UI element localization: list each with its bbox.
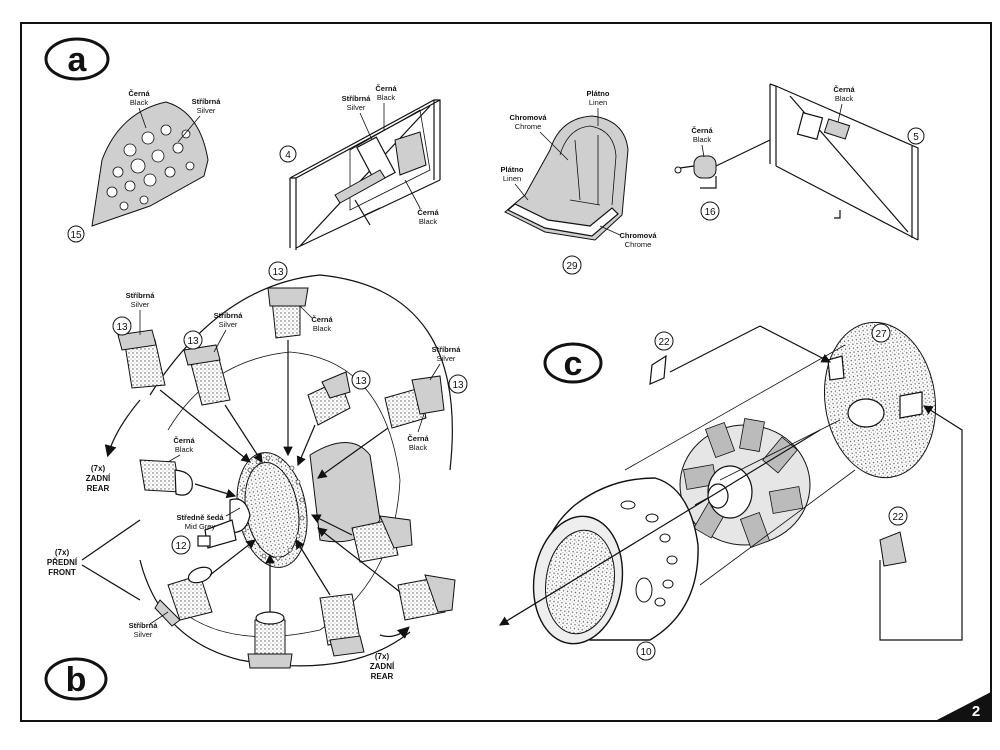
cylinder-upper-left: 13 Stříbrná Silver bbox=[112, 291, 251, 463]
front-label-cz: PŘEDNÍ bbox=[47, 558, 78, 567]
part-number: 27 bbox=[875, 329, 887, 340]
label-cz: Stříbrná bbox=[126, 291, 156, 300]
part-number: 12 bbox=[175, 541, 187, 552]
label-en: Silver bbox=[134, 630, 153, 639]
cylinder-lower-left: Stříbrná Silver bbox=[129, 539, 256, 639]
page-border bbox=[20, 22, 992, 722]
label-cz: Černá bbox=[128, 89, 150, 98]
part-number: 13 bbox=[116, 322, 128, 333]
part-number: 13 bbox=[187, 336, 199, 347]
section-a: a Černá Black Stříbrná Silver 15 bbox=[44, 37, 925, 275]
label-cz: Černá bbox=[417, 208, 439, 217]
label-cz: Černá bbox=[311, 315, 333, 324]
cylinder-upper-mid-left: 13 Stříbrná Silver bbox=[183, 311, 263, 464]
part-number: 5 bbox=[913, 132, 919, 143]
part-number: 4 bbox=[285, 150, 291, 161]
label-en: Black bbox=[693, 135, 712, 144]
label-cz: Černá bbox=[691, 126, 713, 135]
section-a-letter: a bbox=[68, 41, 88, 79]
label-cz: Plátno bbox=[587, 89, 610, 98]
section-c-letter: c bbox=[564, 345, 583, 383]
part-number: 13 bbox=[452, 380, 464, 391]
part-number: 29 bbox=[566, 261, 578, 272]
cowling-part-10: 10 bbox=[532, 477, 699, 661]
front-qty: (7x) bbox=[55, 548, 70, 557]
label-en: Black bbox=[835, 94, 854, 103]
label-en: Mid Grey bbox=[185, 522, 216, 531]
label-en: Black bbox=[175, 445, 194, 454]
crankcase-part-12: Středně šedá Mid Grey 12 bbox=[171, 442, 381, 568]
part-16-pedal: Černá Black 16 bbox=[674, 126, 771, 221]
part-number: 16 bbox=[704, 207, 716, 218]
rear-label-cz: ZADNÍ bbox=[370, 662, 395, 671]
front-label-en: FRONT bbox=[48, 568, 76, 577]
part-5-frame: Černá Black 5 bbox=[769, 83, 925, 241]
part-number: 13 bbox=[272, 267, 284, 278]
label-cz: Stříbrná bbox=[192, 97, 222, 106]
cylinder-bottom bbox=[247, 553, 293, 669]
label-en: Chrome bbox=[515, 122, 542, 131]
section-b-badge bbox=[44, 657, 108, 701]
label-en: Black bbox=[130, 98, 149, 107]
rear-label-cz: ZADNÍ bbox=[86, 474, 111, 483]
label-cz: Středně šedá bbox=[176, 513, 224, 522]
label-en: Black bbox=[377, 93, 396, 102]
label-en: Black bbox=[419, 217, 438, 226]
section-c: c 27 22 22 bbox=[498, 321, 963, 661]
part-number: 22 bbox=[658, 337, 670, 348]
section-b-letter: b bbox=[66, 661, 87, 699]
engine-assembly bbox=[679, 418, 811, 549]
label-cz: Chromová bbox=[509, 113, 547, 122]
label-cz: Černá bbox=[833, 85, 855, 94]
page-number-tab: 2 bbox=[935, 692, 991, 721]
label-en: Linen bbox=[503, 174, 521, 183]
part-4-frame: Stříbrná Silver Černá Black Černá Black … bbox=[279, 84, 441, 250]
cylinder-right: 13 Stříbrná Silver Černá Black bbox=[317, 345, 468, 479]
label-cz: Chromová bbox=[619, 231, 657, 240]
label-cz: Stříbrná bbox=[214, 311, 244, 320]
label-en: Silver bbox=[347, 103, 366, 112]
rear-label-en: REAR bbox=[87, 484, 110, 493]
section-c-badge bbox=[543, 342, 603, 384]
cylinder-upper-right: 13 bbox=[296, 370, 371, 467]
label-cz: Stříbrná bbox=[432, 345, 462, 354]
label-cz: Stříbrná bbox=[129, 621, 159, 630]
label-cz: Stříbrná bbox=[342, 94, 372, 103]
label-en: Black bbox=[409, 443, 428, 452]
part-number: 22 bbox=[892, 512, 904, 523]
label-cz: Černá bbox=[407, 434, 429, 443]
cylinder-right-lower bbox=[310, 514, 413, 563]
part-number: 10 bbox=[640, 647, 652, 658]
part-number: 15 bbox=[70, 230, 82, 241]
label-en: Silver bbox=[197, 106, 216, 115]
page-number: 2 bbox=[972, 703, 980, 720]
label-en: Linen bbox=[589, 98, 607, 107]
cylinder-bottom-right bbox=[295, 538, 365, 657]
rear-qty: (7x) bbox=[91, 464, 106, 473]
label-en: Chrome bbox=[625, 240, 652, 249]
cylinder-top: 13 Černá Black bbox=[267, 261, 333, 457]
part-29-seat: Plátno Linen Chromová Chrome Plátno Line… bbox=[501, 89, 657, 275]
rear-qty: (7x) bbox=[375, 652, 390, 661]
label-en: Silver bbox=[131, 300, 150, 309]
label-cz: Černá bbox=[375, 84, 397, 93]
part-number: 13 bbox=[355, 376, 367, 387]
part-15-instrument-panel: Černá Black Stříbrná Silver 15 bbox=[67, 89, 222, 243]
label-en: Silver bbox=[219, 320, 238, 329]
label-en: Black bbox=[313, 324, 332, 333]
cylinder-far-right-lower bbox=[317, 527, 456, 621]
section-b: b Středně šedá Mid Grey 12 bbox=[44, 261, 468, 701]
label-en: Silver bbox=[437, 354, 456, 363]
label-cz: Černá bbox=[173, 436, 195, 445]
cylinder-rear-left: Černá Black bbox=[139, 436, 237, 499]
label-cz: Plátno bbox=[501, 165, 524, 174]
rear-label-en: REAR bbox=[371, 672, 394, 681]
section-a-badge bbox=[44, 37, 110, 81]
